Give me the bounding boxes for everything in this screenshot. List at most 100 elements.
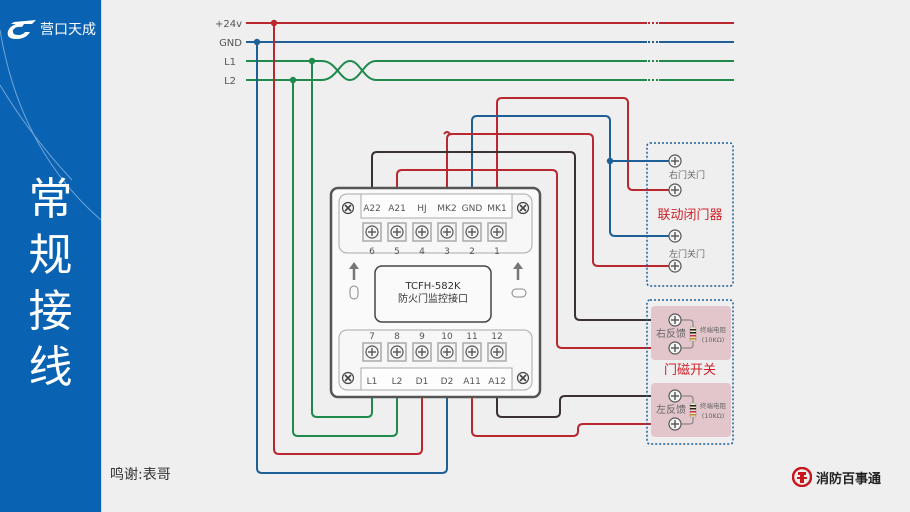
wire-mk1 [496, 97, 670, 191]
svg-text:5: 5 [394, 247, 400, 257]
left-feedback: 左反馈 终端电阻 (10KΩ) [656, 389, 727, 431]
bus-gnd: GND [219, 38, 734, 49]
device-label-panel [374, 265, 492, 323]
svg-text:MK2: MK2 [437, 204, 456, 214]
bus-label-24v: +24v [215, 19, 242, 30]
svg-text:1: 1 [494, 247, 500, 257]
right-feedback: 右反馈 终端电阻 (10KΩ) [656, 313, 727, 355]
wire-mk2 [446, 133, 670, 267]
svg-text:(10KΩ): (10KΩ) [702, 412, 725, 420]
title-char: 线 [28, 342, 73, 393]
svg-text:A12: A12 [488, 377, 506, 387]
bus-lines: +24v GND L1 L2 [215, 19, 734, 87]
closer-terminal [668, 154, 682, 168]
resistor-icon [689, 402, 697, 418]
svg-text:A22: A22 [363, 204, 381, 214]
mount-screw-icon [516, 201, 530, 215]
terminal-l2: 8L2 [388, 332, 406, 387]
fire-hydrant-icon [792, 467, 812, 487]
svg-text:终端电阻: 终端电阻 [700, 401, 727, 410]
closer-terminal [668, 259, 682, 273]
svg-text:HJ: HJ [417, 204, 426, 214]
svg-text:L2: L2 [392, 377, 403, 387]
svg-text:L1: L1 [367, 377, 378, 387]
door-closer-box: 右门关门 联动闭门器 左门关门 [646, 142, 734, 287]
svg-text:右反馈: 右反馈 [656, 327, 686, 340]
right-close-label: 右门关门 [669, 169, 705, 181]
bus-l1: L1 [224, 57, 734, 82]
svg-text:8: 8 [394, 332, 400, 342]
svg-text:A21: A21 [388, 204, 406, 214]
terminal-d1: 9D1 [413, 332, 431, 387]
terminal-l1: 7L1 [363, 332, 381, 387]
wire-a11 [471, 398, 670, 437]
magnetic-title: 门磁开关 [664, 363, 716, 378]
bus-label-gnd: GND [219, 38, 242, 49]
wire-l1 [311, 61, 373, 418]
top-terminals: A22 6 A21 5 HJ 4 MK2 3 GND 2 MK1 1 [363, 204, 507, 257]
magnetic-switch-box: 右反馈 终端电阻 (10KΩ) 门磁开关 左反馈 终端电阻 (10KΩ) [646, 299, 734, 445]
wire-gnd-closer [471, 115, 670, 237]
mount-screw-icon [341, 201, 355, 215]
mount-slot [511, 288, 527, 298]
logo-icon [7, 20, 36, 39]
svg-text:4: 4 [419, 247, 425, 257]
svg-text:12: 12 [491, 332, 502, 342]
svg-text:(10KΩ): (10KΩ) [702, 336, 725, 344]
left-close-label: 左门关门 [669, 248, 705, 260]
svg-text:MK1: MK1 [487, 204, 506, 214]
terminal-hj: HJ 4 [413, 204, 431, 257]
svg-text:2: 2 [469, 247, 475, 257]
logo-text: 营口天成 [40, 22, 96, 38]
title-char: 常 [28, 174, 73, 225]
arrow-up-icon [513, 262, 523, 280]
wire-d2-gnd [256, 42, 448, 474]
mount-screw-icon [516, 371, 530, 385]
wire-l2 [292, 80, 398, 437]
device-module: A22 6 A21 5 HJ 4 MK2 3 GND 2 MK1 1 TCFH-582K 防… [329, 186, 542, 399]
closer-terminal [668, 183, 682, 197]
svg-text:10: 10 [441, 332, 453, 342]
device-name: 防火门监控接口 [398, 292, 468, 305]
svg-text:11: 11 [466, 332, 477, 342]
closer-terminal [668, 229, 682, 243]
mount-screw-icon [341, 371, 355, 385]
svg-text:GND: GND [462, 204, 483, 214]
svg-text:D2: D2 [441, 377, 454, 387]
bus-24v: +24v [215, 19, 734, 30]
wires-bottom [256, 23, 670, 474]
bus-label-l2: L2 [224, 76, 236, 87]
svg-text:3: 3 [444, 247, 450, 257]
svg-text:6: 6 [369, 247, 375, 257]
brand-text: 消防百事通 [816, 471, 882, 487]
svg-text:7: 7 [369, 332, 375, 342]
bus-junctions [253, 19, 316, 84]
decorative-arcs [0, 29, 101, 221]
gnd-junction [606, 157, 614, 165]
svg-text:终端电阻: 终端电阻 [700, 325, 727, 334]
wire-d1-24v [273, 23, 423, 455]
sidebar: 营口天成 常 规 接 线 [0, 0, 101, 512]
resistor-icon [689, 326, 697, 342]
page-title: 常 规 接 线 [0, 172, 101, 396]
title-char: 接 [28, 286, 73, 337]
svg-text:D1: D1 [416, 377, 429, 387]
terminal-gnd: GND 2 [462, 204, 483, 257]
sidebar-divider [101, 0, 102, 512]
terminal-a21: A21 5 [388, 204, 406, 257]
wire-a22 [371, 151, 670, 321]
closer-title: 联动闭门器 [657, 208, 722, 223]
company-logo: 营口天成 [6, 18, 96, 40]
terminal-a22: A22 6 [363, 204, 381, 257]
bus-label-l1: L1 [224, 57, 236, 68]
terminal-mk1: MK1 1 [487, 204, 506, 257]
terminal-mk2: MK2 3 [437, 204, 456, 257]
wire-a21 [396, 169, 670, 349]
bus-l2: L2 [224, 59, 734, 87]
wire-a12 [496, 395, 670, 418]
device-model: TCFH-582K [404, 281, 460, 292]
